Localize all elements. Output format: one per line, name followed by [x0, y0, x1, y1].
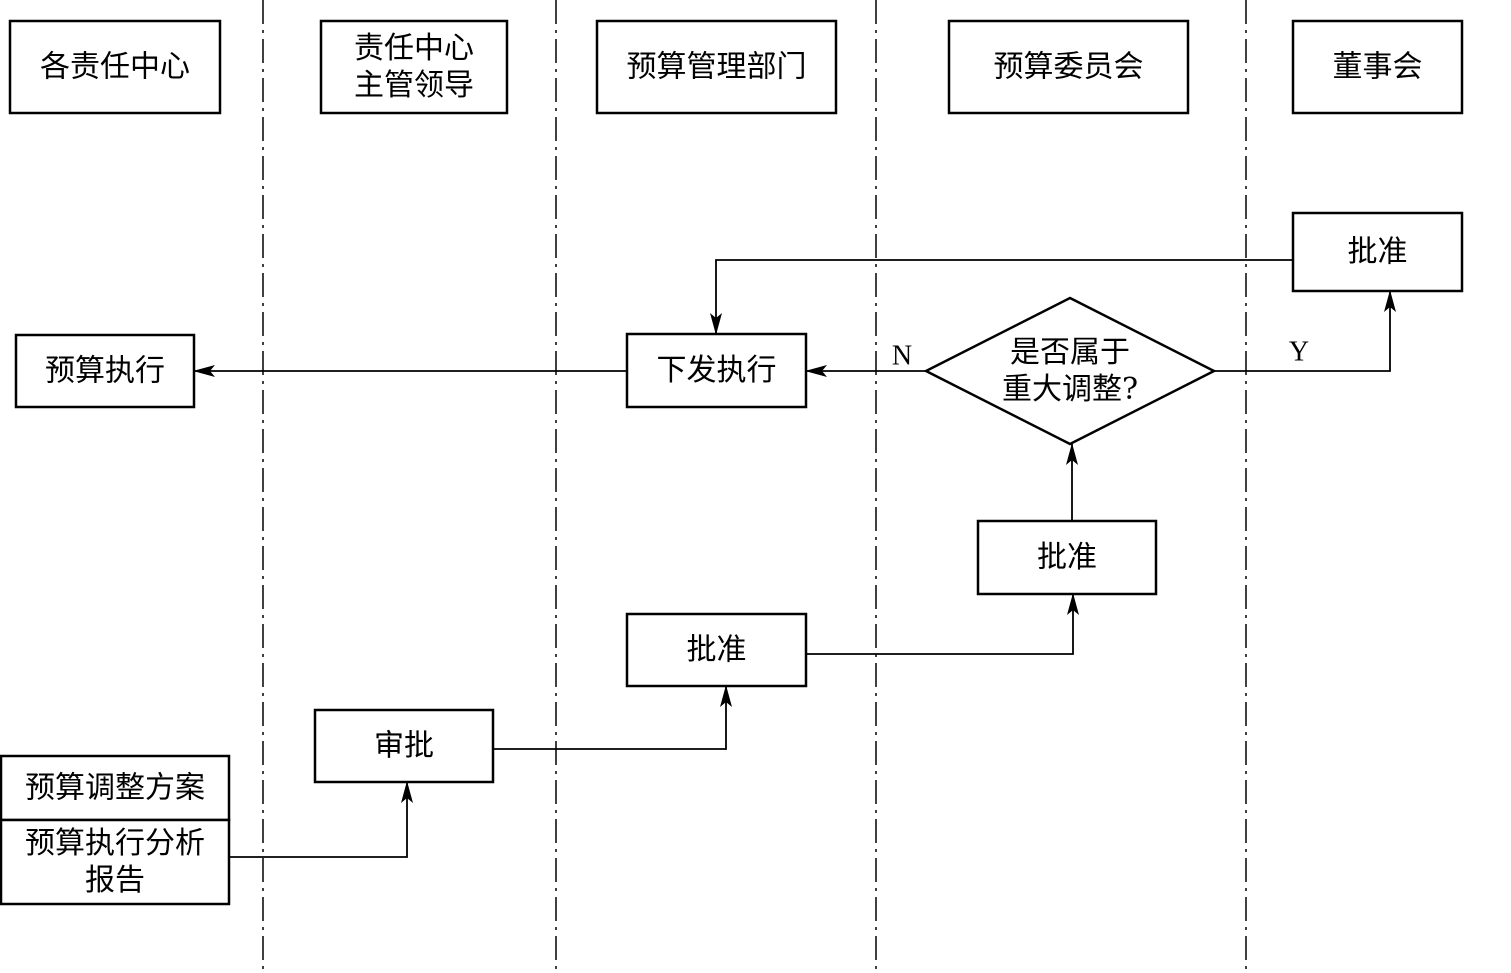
issue-execute-text-line-1: 下发执行 — [657, 353, 777, 388]
lane-header-box — [8, 19, 222, 115]
connectors — [193, 259, 1396, 858]
approve-mgmt-box — [625, 612, 808, 688]
budget-execute-text-line-1: 预算执行 — [45, 354, 165, 389]
analysis-report-text-line-1: 预算执行分析 — [25, 826, 205, 861]
node-review: 审批 — [313, 708, 495, 784]
lane-dividers — [262, 0, 1247, 973]
edge-analysis-report-to-review — [229, 781, 413, 858]
edge-label-N: N — [892, 341, 912, 372]
node-approve-board: 批准 — [1291, 211, 1464, 293]
edge-labels: YN — [892, 337, 1309, 372]
lane-header-text-line-1: 责任中心 — [354, 31, 474, 66]
node-budget-execute: 预算执行 — [14, 333, 196, 409]
analysis-report-box — [0, 818, 231, 906]
lane-header-text-line-1: 各责任中心 — [40, 50, 190, 85]
lane-header-lane1: 各责任中心 — [8, 19, 222, 115]
budget-execute-box — [14, 333, 196, 409]
approve-board-box — [1291, 211, 1464, 293]
lane-header-box — [319, 19, 509, 115]
edge-approve-mgmt-to-approve-committee — [806, 593, 1079, 655]
node-approve-committee: 批准 — [976, 519, 1158, 596]
approve-committee-box — [976, 519, 1158, 596]
lane-header-text-line-2: 主管领导 — [354, 68, 474, 103]
approve-board-text-line-1: 批准 — [1348, 235, 1408, 270]
edge-label-Y: Y — [1289, 337, 1309, 368]
issue-execute-box — [625, 332, 808, 409]
edge-decision-to-approve-board — [1214, 290, 1396, 372]
node-issue-execute: 下发执行 — [625, 332, 808, 409]
edge-approve-board-to-issue-execute — [710, 259, 1293, 335]
decision-text-line-2: 重大调整? — [1002, 372, 1138, 407]
nodes: 各责任中心责任中心主管领导预算管理部门预算委员会董事会预算调整方案预算执行分析报… — [0, 19, 1464, 906]
lane-header-lane3: 预算管理部门 — [595, 19, 838, 115]
node-approve-mgmt: 批准 — [625, 612, 808, 688]
lane-header-lane5: 董事会 — [1291, 19, 1464, 115]
budget-adjust-plan-text-line-1: 预算调整方案 — [25, 771, 205, 806]
lane-header-text-line-1: 预算管理部门 — [627, 50, 807, 85]
node-budget-adjust-plan: 预算调整方案 — [0, 754, 231, 822]
lane-header-box — [947, 19, 1190, 115]
lane-header-text-line-1: 董事会 — [1333, 50, 1423, 85]
analysis-report-text-line-2: 报告 — [85, 863, 145, 898]
lane-header-box — [595, 19, 838, 115]
review-text-line-1: 审批 — [374, 729, 434, 764]
decision-text-line-1: 是否属于 — [1010, 335, 1130, 370]
edge-review-to-approve-mgmt — [493, 685, 732, 750]
lane-header-box — [1291, 19, 1464, 115]
lane-header-lane4: 预算委员会 — [947, 19, 1190, 115]
lane-header-text-line-1: 预算委员会 — [994, 50, 1144, 85]
decision-diamond — [923, 296, 1217, 446]
approve-committee-text-line-1: 批准 — [1037, 540, 1097, 575]
approve-mgmt-text-line-1: 批准 — [687, 633, 747, 668]
review-box — [313, 708, 495, 784]
